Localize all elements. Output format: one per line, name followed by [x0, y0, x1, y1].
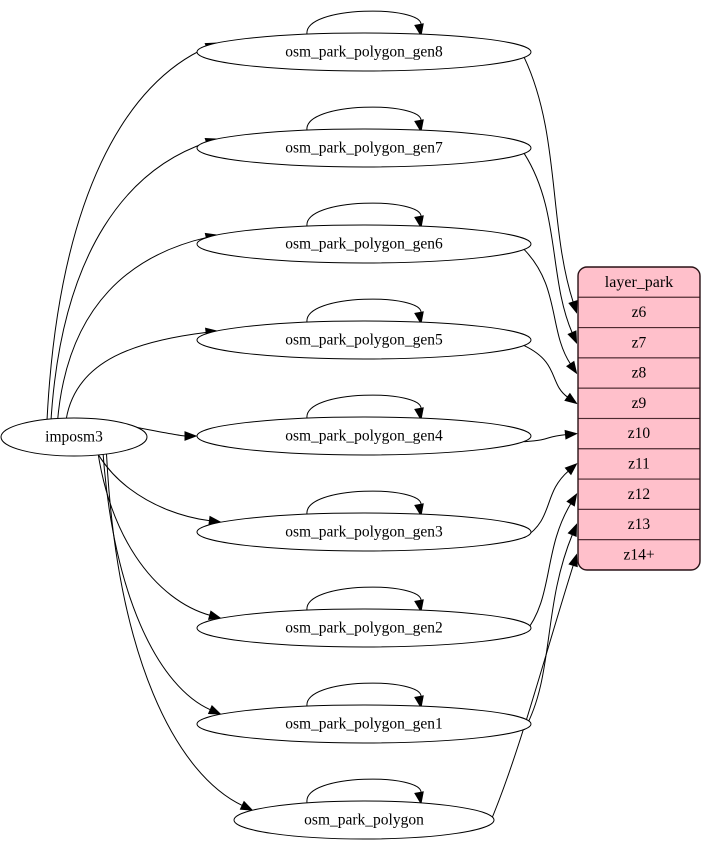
layer-park-row-label-z9: z9: [632, 395, 647, 412]
arrow-gen5-to-z9: [564, 392, 578, 405]
self-loop-base: [306, 778, 422, 803]
node-gen2-label: osm_park_polygon_gen2: [285, 620, 443, 637]
layer-park-row-label-z14+: z14+: [623, 546, 654, 563]
arrow-self-loop-gen1: [414, 695, 424, 709]
node-gen6[interactable]: osm_park_polygon_gen6: [196, 224, 532, 264]
arrow-imposm3-to-gen1: [207, 705, 222, 715]
node-gen5-label: osm_park_polygon_gen5: [285, 332, 443, 349]
arrow-self-loop-gen8: [414, 23, 424, 37]
self-loop-gen2: [306, 586, 422, 611]
self-loop-gen4: [306, 394, 422, 419]
layer-park-row-z8[interactable]: [578, 357, 700, 389]
node-gen6-label: osm_park_polygon_gen6: [285, 236, 443, 253]
arrow-gen7-to-z7: [567, 330, 578, 345]
arrow-self-loop-gen4: [414, 407, 424, 421]
node-gen6-shape[interactable]: [196, 224, 532, 264]
node-gen1-shape[interactable]: [196, 704, 532, 744]
layer-park-row-label-z8: z8: [632, 365, 647, 382]
node-gen7-shape[interactable]: [196, 128, 532, 168]
node-gen3-label: osm_park_polygon_gen3: [285, 524, 443, 541]
node-gen4-label: osm_park_polygon_gen4: [285, 428, 443, 445]
edge-gen2-to-z12: [523, 502, 572, 635]
layer-park-row-label-z13: z13: [628, 516, 651, 533]
self-loop-gen5: [306, 298, 422, 323]
layer-park-row-label-z11: z11: [628, 456, 650, 473]
edges-to-layer-table: [488, 57, 578, 826]
node-gen7[interactable]: osm_park_polygon_gen7: [196, 128, 532, 168]
node-base[interactable]: osm_park_polygon: [233, 800, 495, 840]
arrow-imposm3-to-gen2: [207, 610, 222, 620]
edge-imposm3-to-gen6: [56, 236, 207, 423]
layer-park-row-label-z7: z7: [632, 334, 647, 351]
node-gen1-label: osm_park_polygon_gen1: [285, 716, 443, 733]
edge-imposm3-to-gen8: [45, 46, 208, 432]
arrow-self-loop-gen2: [414, 599, 424, 613]
edge-gen1-to-z13: [523, 534, 573, 730]
self-loop-gen6: [306, 202, 422, 227]
self-loop-gen3: [306, 490, 422, 515]
node-gen3-shape[interactable]: [196, 512, 532, 552]
edge-imposm3-to-gen5: [65, 331, 207, 420]
edge-imposm3-to-gen7: [50, 141, 208, 427]
layer-park-row-label-z10: z10: [628, 425, 651, 442]
graph-nodes: imposm3 osm_park_polygon_gen8 osm_park_pol…: [0, 32, 532, 840]
node-gen1[interactable]: osm_park_polygon_gen1: [196, 704, 532, 744]
edge-imposm3-to-gen2: [94, 421, 211, 616]
edge-imposm3-to-base: [105, 431, 243, 807]
node-gen8-label: osm_park_polygon_gen8: [285, 44, 443, 61]
node-base-label: osm_park_polygon: [304, 812, 424, 829]
node-gen8-shape[interactable]: [196, 32, 532, 72]
arrow-imposm3-to-base: [239, 800, 254, 811]
self-loop-gen8: [306, 10, 422, 35]
layer-park-table: layer_park z6 z7 z8 z9 z10 z11 z12 z13 z14+: [577, 266, 701, 571]
arrow-base-to-z14+: [568, 553, 578, 568]
node-gen4-shape[interactable]: [196, 416, 532, 456]
layer-park-cells: layer_park z6 z7 z8 z9 z10 z11 z12 z13 z14+: [578, 267, 700, 570]
edge-gen5-to-z9: [524, 345, 569, 398]
node-gen8[interactable]: osm_park_polygon_gen8: [196, 32, 532, 72]
layer-park-header-label: layer_park: [605, 274, 673, 291]
node-gen2-shape[interactable]: [196, 608, 532, 648]
self-loop-edges: [306, 10, 424, 805]
arrow-self-loop-gen5: [414, 311, 424, 325]
arrow-self-loop-gen7: [414, 119, 424, 133]
self-loop-gen1: [306, 682, 422, 707]
layer-park-outline: [577, 266, 701, 571]
edge-gen7-to-z7: [523, 153, 573, 334]
layer-park-row-z6[interactable]: [578, 296, 700, 329]
edge-gen8-to-z6: [523, 57, 574, 303]
layer-park-row-z9[interactable]: [578, 387, 700, 420]
node-gen2[interactable]: osm_park_polygon_gen2: [196, 608, 532, 648]
node-base-shape[interactable]: [233, 800, 495, 840]
edge-gen4-to-z10: [524, 434, 567, 443]
node-imposm3-label: imposm3: [45, 429, 103, 446]
arrow-self-loop-gen3: [414, 503, 424, 517]
self-loop-gen7: [306, 106, 422, 131]
node-gen5-shape[interactable]: [196, 320, 532, 360]
edge-base-to-z14+: [488, 564, 574, 826]
node-gen5[interactable]: osm_park_polygon_gen5: [196, 320, 532, 360]
arrow-self-loop-gen6: [414, 215, 424, 229]
edge-gen3-to-z11: [524, 470, 569, 539]
node-imposm3-shape[interactable]: [0, 417, 148, 457]
node-imposm3[interactable]: imposm3: [0, 417, 148, 457]
arrow-imposm3-to-gen4: [184, 431, 198, 441]
arrow-gen3-to-z11: [564, 463, 578, 476]
arrow-gen4-to-z10: [564, 429, 578, 440]
node-gen4[interactable]: osm_park_polygon_gen4: [196, 416, 532, 456]
node-gen7-label: osm_park_polygon_gen7: [285, 140, 443, 157]
arrow-gen2-to-z12: [566, 493, 578, 507]
layer-park-row-z14+[interactable]: [578, 539, 700, 570]
arrow-gen1-to-z13: [567, 523, 578, 538]
edge-imposm3-to-gen1: [100, 426, 211, 711]
layer-park-row-z7[interactable]: [578, 327, 700, 359]
edge-gen6-to-z8: [523, 249, 572, 365]
layer-park-row-label-z12: z12: [628, 486, 650, 503]
arrow-gen6-to-z8: [566, 360, 578, 375]
arrow-self-loop-base: [414, 791, 424, 805]
layer-park-row-label-z6: z6: [632, 304, 647, 321]
arrow-gen8-to-z6: [568, 299, 578, 314]
node-gen3[interactable]: osm_park_polygon_gen3: [196, 512, 532, 552]
